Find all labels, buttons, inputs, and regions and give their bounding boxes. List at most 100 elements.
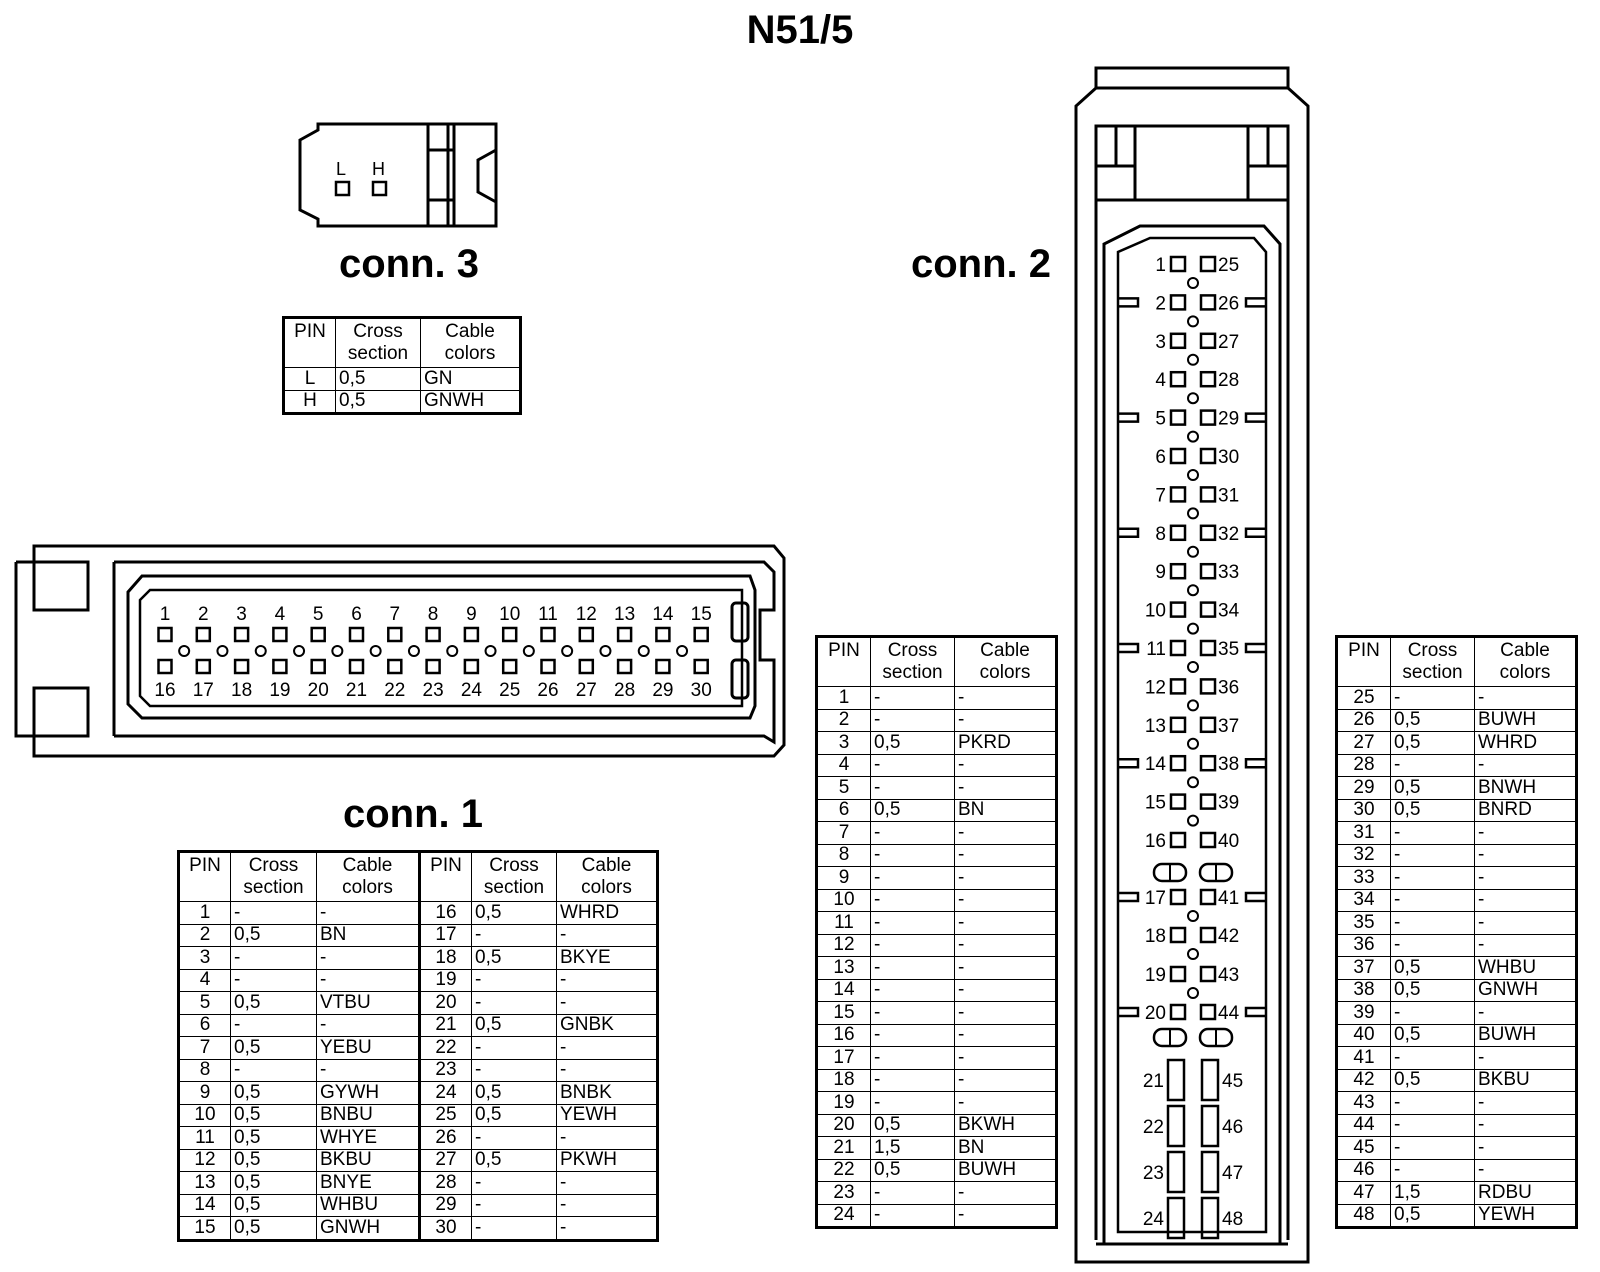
cross-section-value: - [870, 1046, 955, 1070]
cross-section-value: - [870, 1068, 955, 1092]
conn1-pin-socket [693, 626, 709, 643]
table-row: 43-- [1336, 1091, 1577, 1115]
conn2-power-socket [1166, 1058, 1186, 1102]
pin-number: H [283, 389, 336, 414]
cross-section-value: - [870, 956, 955, 980]
conn1-pin-label: 7 [390, 604, 401, 625]
cable-color-value: BKBU [1474, 1068, 1577, 1092]
conn2-pin-label: 22 [1143, 1117, 1164, 1138]
conn2-pin-label: 23 [1143, 1163, 1164, 1184]
conn2-latch-tab [1118, 642, 1140, 654]
cross-section-value: 0,5 [870, 731, 955, 755]
conn2-pin-socket [1169, 754, 1187, 772]
pin-number: 23 [816, 1181, 871, 1205]
cable-color-value: - [556, 968, 658, 992]
conn1-coding-dot [446, 645, 459, 657]
cross-section-value: - [870, 776, 955, 800]
table-row: 36-- [1336, 933, 1577, 957]
cable-color-value: BNWH [1474, 776, 1577, 800]
conn2-pin-label: 9 [1155, 562, 1166, 583]
conn2-pin-socket [1169, 678, 1187, 695]
conn2-pin-socket [1169, 831, 1187, 849]
cross-section-value: - [870, 686, 955, 710]
cable-color-value: BUWH [954, 1158, 1057, 1182]
conn2-latch-tab [1244, 757, 1266, 769]
conn1-pin-label: 18 [231, 680, 252, 701]
conn2-pin-label: 41 [1218, 888, 1239, 909]
conn1-pin-socket [540, 658, 556, 675]
cross-section-value: 0,5 [1390, 978, 1475, 1002]
conn2-pin-socket [1199, 370, 1217, 388]
conn1-pin-socket [195, 658, 212, 675]
table-row: 35-- [1336, 911, 1577, 935]
conn2-pin-socket [1169, 793, 1187, 810]
conn2-pin-label: 15 [1145, 793, 1166, 814]
conn2-pin-socket [1199, 562, 1217, 580]
table-row: 4--19-- [178, 968, 658, 992]
conn2-coding-dot [1187, 277, 1199, 289]
cable-color-value: BUWH [1474, 708, 1577, 732]
conn2-pin-label: 14 [1145, 754, 1167, 775]
pin-number: 45 [1336, 1136, 1391, 1160]
cable-color-value: - [954, 866, 1057, 890]
table-row: 34-- [1336, 888, 1577, 912]
cable-color-value: - [954, 686, 1057, 710]
cross-section-value: - [870, 1023, 955, 1047]
cable-color-value: BNBU [316, 1103, 420, 1127]
table-row: 39-- [1336, 1001, 1577, 1025]
conn2-coding-dot [1187, 661, 1199, 673]
cable-color-value: - [954, 1046, 1057, 1070]
conn2-coding-dot [1187, 622, 1199, 635]
conn2-pin-label: 7 [1155, 485, 1166, 506]
pin-number: 7 [816, 821, 871, 845]
conn2-pin-label: 34 [1218, 601, 1240, 622]
conn1-pin-socket [348, 626, 365, 643]
cross-section-value: - [870, 1091, 955, 1115]
conn1-pin-socket [578, 658, 595, 675]
conn1-pin-label: 24 [461, 680, 483, 701]
conn2-coding-dot [1187, 430, 1199, 443]
cable-color-value: - [1474, 821, 1577, 845]
table-row: 44-- [1336, 1113, 1577, 1137]
conn2-coding-dot [1187, 910, 1199, 922]
pin-number: 30 [418, 1216, 472, 1241]
conn2-latch-tab [1118, 757, 1140, 769]
conn2-pin-label: 17 [1145, 888, 1166, 909]
cross-section-value: 1,5 [1390, 1181, 1475, 1205]
pin-number: 24 [418, 1081, 472, 1105]
conn1-pin-socket [272, 626, 288, 643]
conn2-pin-label: 36 [1218, 677, 1239, 698]
conn1-pin-label: 1 [160, 604, 171, 625]
conn2-latch-tab [1118, 891, 1140, 903]
diagram-title: N51/5 [746, 8, 854, 52]
table-row: 11-- [816, 911, 1057, 935]
cable-color-value: - [556, 1216, 658, 1241]
cross-section-value: - [1390, 1136, 1475, 1160]
pin-number: 32 [1336, 843, 1391, 867]
conn1-pin-socket [387, 626, 403, 643]
conn2-pin-socket [1199, 639, 1217, 657]
conn2-pin-socket [1169, 639, 1187, 657]
cross-section-value: - [870, 933, 955, 957]
conn2-pin-socket [1169, 926, 1187, 944]
conn2-pin-label: 44 [1218, 1003, 1240, 1024]
conn1-pin-socket [310, 626, 326, 643]
conn2-coding-dot [1187, 392, 1199, 405]
pin-number: 4 [816, 753, 871, 777]
pin-number: 12 [816, 933, 871, 957]
conn2-pin-label: 16 [1145, 831, 1166, 852]
conn1-label: conn. 1 [343, 792, 484, 836]
conn2-pin-socket [1169, 524, 1187, 542]
cable-color-value: GNWH [316, 1216, 420, 1241]
pin-number: 26 [418, 1126, 472, 1150]
cross-section-value: 0,5 [870, 1158, 955, 1182]
conn2-pin-label: 18 [1145, 926, 1166, 947]
